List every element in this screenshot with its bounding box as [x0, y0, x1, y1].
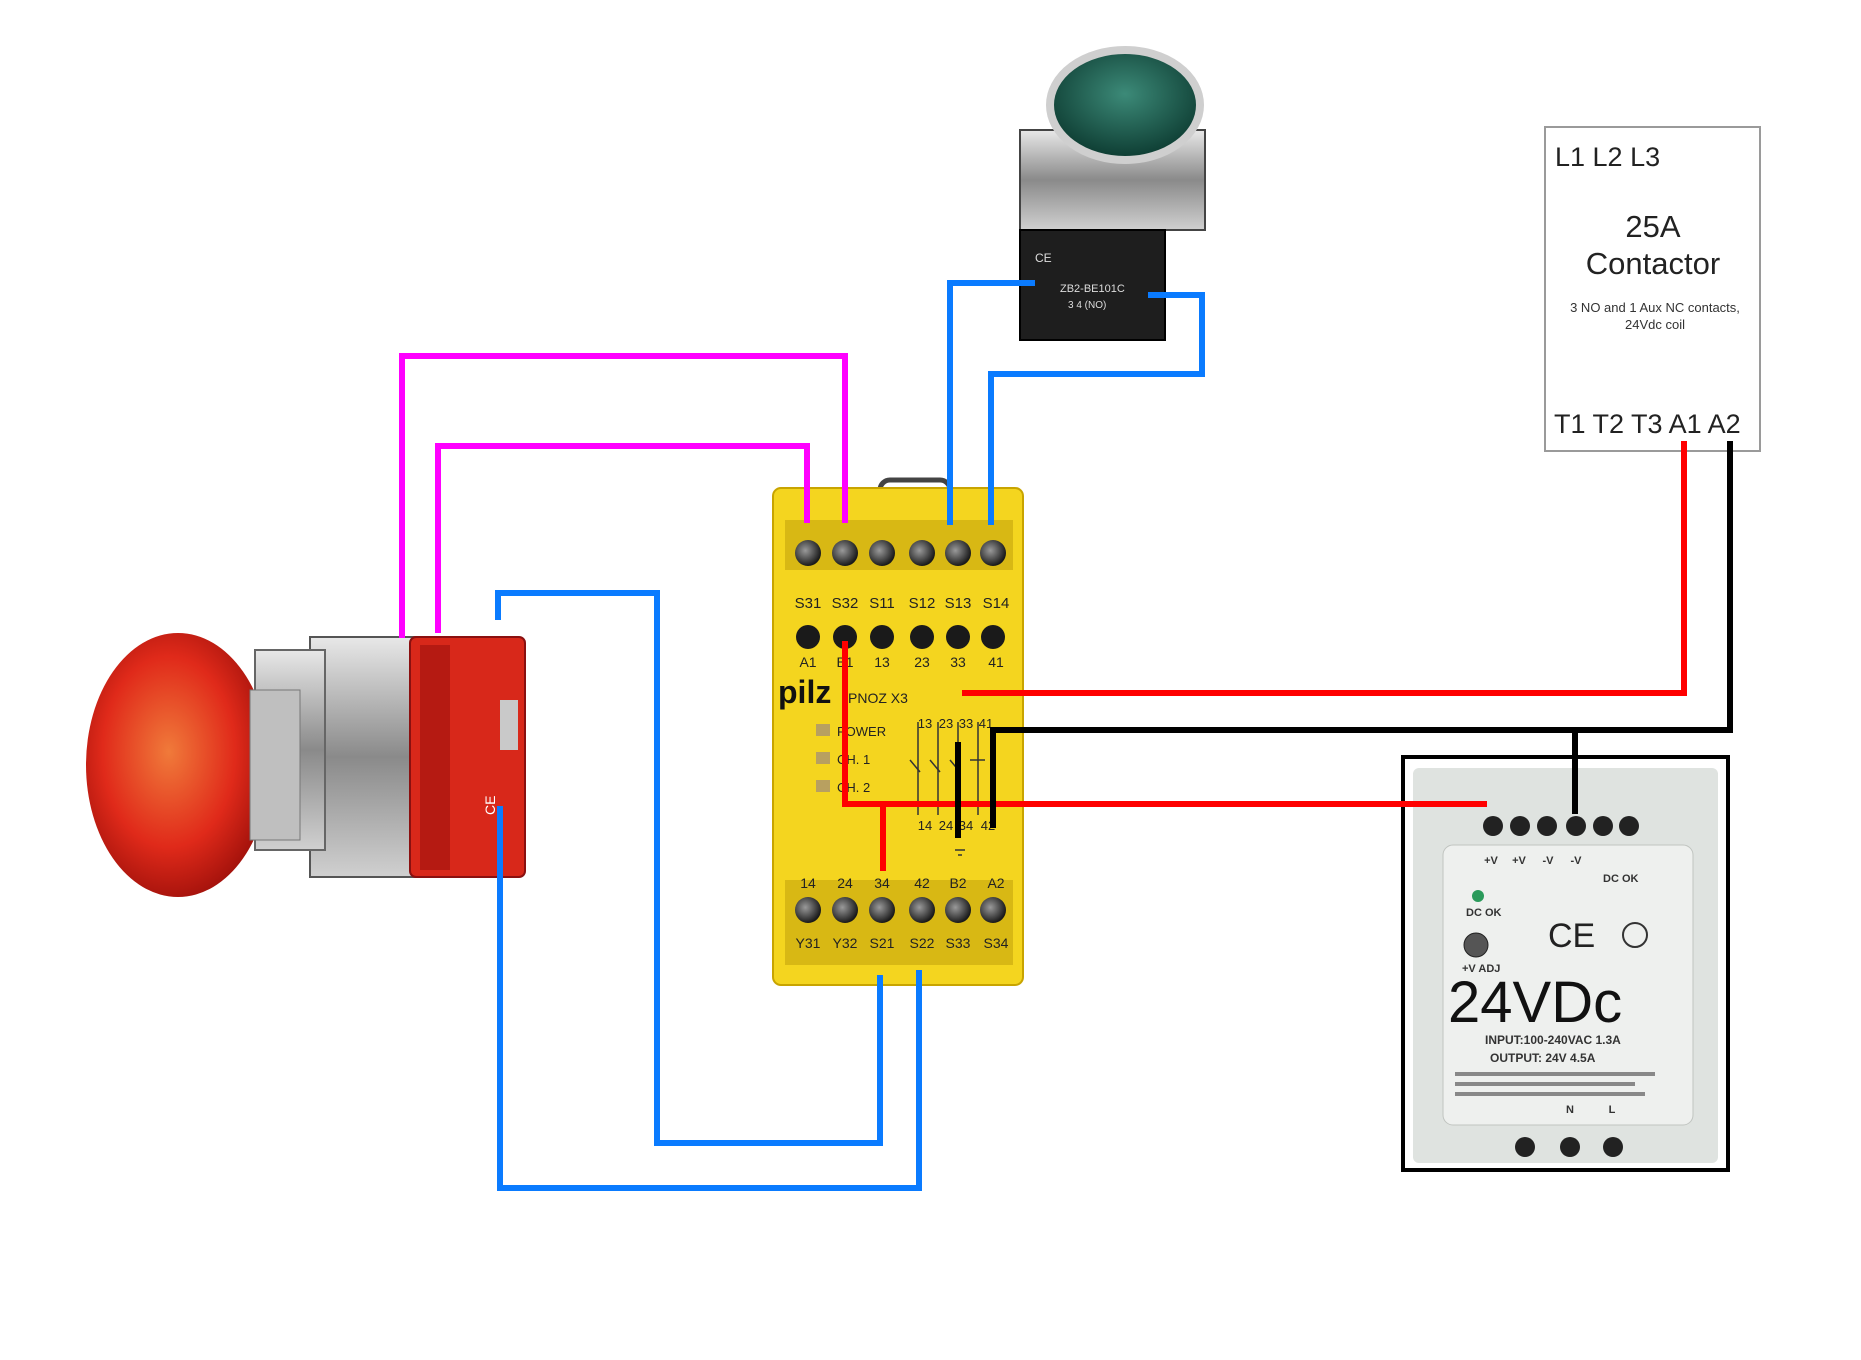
psu-terminal-minus-v-2: -V: [1571, 855, 1583, 867]
contact-label-23: 23: [939, 716, 953, 731]
terminal-S12: S12: [909, 595, 936, 612]
terminal-S11: S11: [869, 595, 895, 612]
wire-blue-s14: [988, 292, 1205, 525]
psu-output-rating: OUTPUT: 24V 4.5A: [1490, 1051, 1596, 1065]
wire-red-psu-to-b1: [842, 641, 1487, 807]
relay-top-terminal-labels: S31 S32 S11 S12 S13 S14: [795, 595, 1010, 612]
wire-blue-s22: [497, 806, 922, 1191]
terminal-33: 33: [950, 654, 966, 670]
relay-bottom-screws: [795, 897, 1006, 923]
wires: [399, 280, 1733, 1191]
indicator-power: POWER: [837, 724, 886, 739]
terminal-B2: B2: [949, 875, 966, 891]
terminal-34: 34: [874, 875, 890, 891]
emergency-stop-button: CE: [86, 633, 526, 897]
wire-red-33-to-a1: [962, 441, 1687, 696]
terminal-14: 14: [800, 875, 816, 891]
estop-mushroom-cap: [86, 633, 270, 897]
contact-label-41: 41: [979, 716, 993, 731]
start-button-cap: [1046, 46, 1204, 164]
terminal-S22: S22: [910, 935, 935, 951]
terminal-Y31: Y31: [796, 935, 821, 951]
contactor-description-2: 24Vdc coil: [1625, 317, 1685, 332]
relay-model: PNOZ X3: [848, 690, 908, 706]
start-button-ce: CE: [1035, 251, 1052, 265]
indicator-ch2: CH. 2: [837, 780, 870, 795]
terminal-A2: A2: [987, 875, 1004, 891]
relay-top-screws: [795, 540, 1006, 566]
terminal-41: 41: [988, 654, 1004, 670]
power-supply: +V +V -V -V DC OK DC OK +V ADJ CE 24VDc …: [1401, 755, 1730, 1172]
start-button-contacts: 3 4 (NO): [1068, 300, 1106, 311]
wire-black-a2: [990, 441, 1733, 828]
psu-dc-ok-label: DC OK: [1466, 907, 1502, 919]
terminal-S34: S34: [984, 935, 1009, 951]
terminal-S13: S13: [945, 595, 972, 612]
psu-voltage: 24VDc: [1448, 970, 1622, 1035]
start-button-model: ZB2-BE101C: [1060, 283, 1125, 295]
psu-terminal-l: L: [1609, 1104, 1616, 1116]
estop-ce-mark: CE: [482, 796, 498, 815]
relay-row3-terminal-labels: 14 24 34 42 B2 A2: [800, 875, 1005, 891]
contactor-name: Contactor: [1586, 246, 1720, 281]
psu-dc-ok-led: [1472, 890, 1484, 902]
psu-dc-ok-label-right: DC OK: [1603, 873, 1639, 885]
contact-label-33: 33: [959, 716, 973, 731]
terminal-42: 42: [914, 875, 930, 891]
terminal-S21: S21: [870, 935, 895, 951]
safety-relay: S31 S32 S11 S12 S13 S14 A1 B1 13 23 33 4…: [772, 477, 1024, 986]
terminal-Y32: Y32: [833, 935, 858, 951]
relay-bottom-terminal-labels: Y31 Y32 S21 S22 S33 S34: [796, 935, 1009, 951]
psu-ul-mark: [1622, 922, 1648, 948]
terminal-A1: A1: [799, 654, 816, 670]
terminal-24: 24: [837, 875, 853, 891]
psu-terminal-plus-v-1: +V: [1484, 855, 1498, 867]
contactor: L1 L2 L3 25A Contactor 3 NO and 1 Aux NC…: [1544, 126, 1761, 452]
wire-blue-s21: [495, 590, 883, 1146]
wire-blue-s13: [947, 280, 1035, 525]
contactor-body: [1544, 126, 1761, 452]
contactor-load-terminals: T1 T2 T3 A1 A2: [1554, 409, 1741, 439]
wire-magenta-s32: [399, 353, 848, 638]
terminal-S32: S32: [832, 595, 859, 612]
psu-terminal-n: N: [1566, 1104, 1574, 1116]
psu-terminal-minus-v-1: -V: [1543, 855, 1555, 867]
contactor-rating: 25A: [1625, 209, 1680, 244]
relay-row2-screws: [796, 625, 1005, 649]
psu-top-terminals: [1483, 816, 1639, 836]
terminal-S14: S14: [983, 595, 1010, 612]
contact-label-13: 13: [918, 716, 932, 731]
psu-v-adj-label: +V ADJ: [1462, 963, 1500, 975]
contact-label-14: 14: [918, 818, 932, 833]
terminal-S31: S31: [795, 595, 822, 612]
psu-input-rating: INPUT:100-240VAC 1.3A: [1485, 1033, 1621, 1047]
contact-label-24: 24: [939, 818, 953, 833]
psu-v-adj-knob: [1463, 932, 1489, 958]
relay-brand-logo: pilz: [778, 674, 831, 710]
psu-bottom-terminals: [1515, 1137, 1623, 1157]
psu-terminal-plus-v-2: +V: [1512, 855, 1526, 867]
start-push-button: CE ZB2-BE101C 3 4 (NO): [1019, 46, 1206, 341]
indicator-ch1: CH. 1: [837, 752, 870, 767]
terminal-S33: S33: [946, 935, 971, 951]
contactor-description-1: 3 NO and 1 Aux NC contacts,: [1570, 300, 1740, 315]
terminal-23: 23: [914, 654, 930, 670]
relay-body: [772, 487, 1024, 986]
wire-magenta-s31: [435, 443, 810, 633]
terminal-13: 13: [874, 654, 890, 670]
psu-ce-mark: CE: [1548, 917, 1595, 955]
contactor-line-terminals: L1 L2 L3: [1555, 142, 1660, 172]
contact-label-34: 34: [959, 818, 973, 833]
